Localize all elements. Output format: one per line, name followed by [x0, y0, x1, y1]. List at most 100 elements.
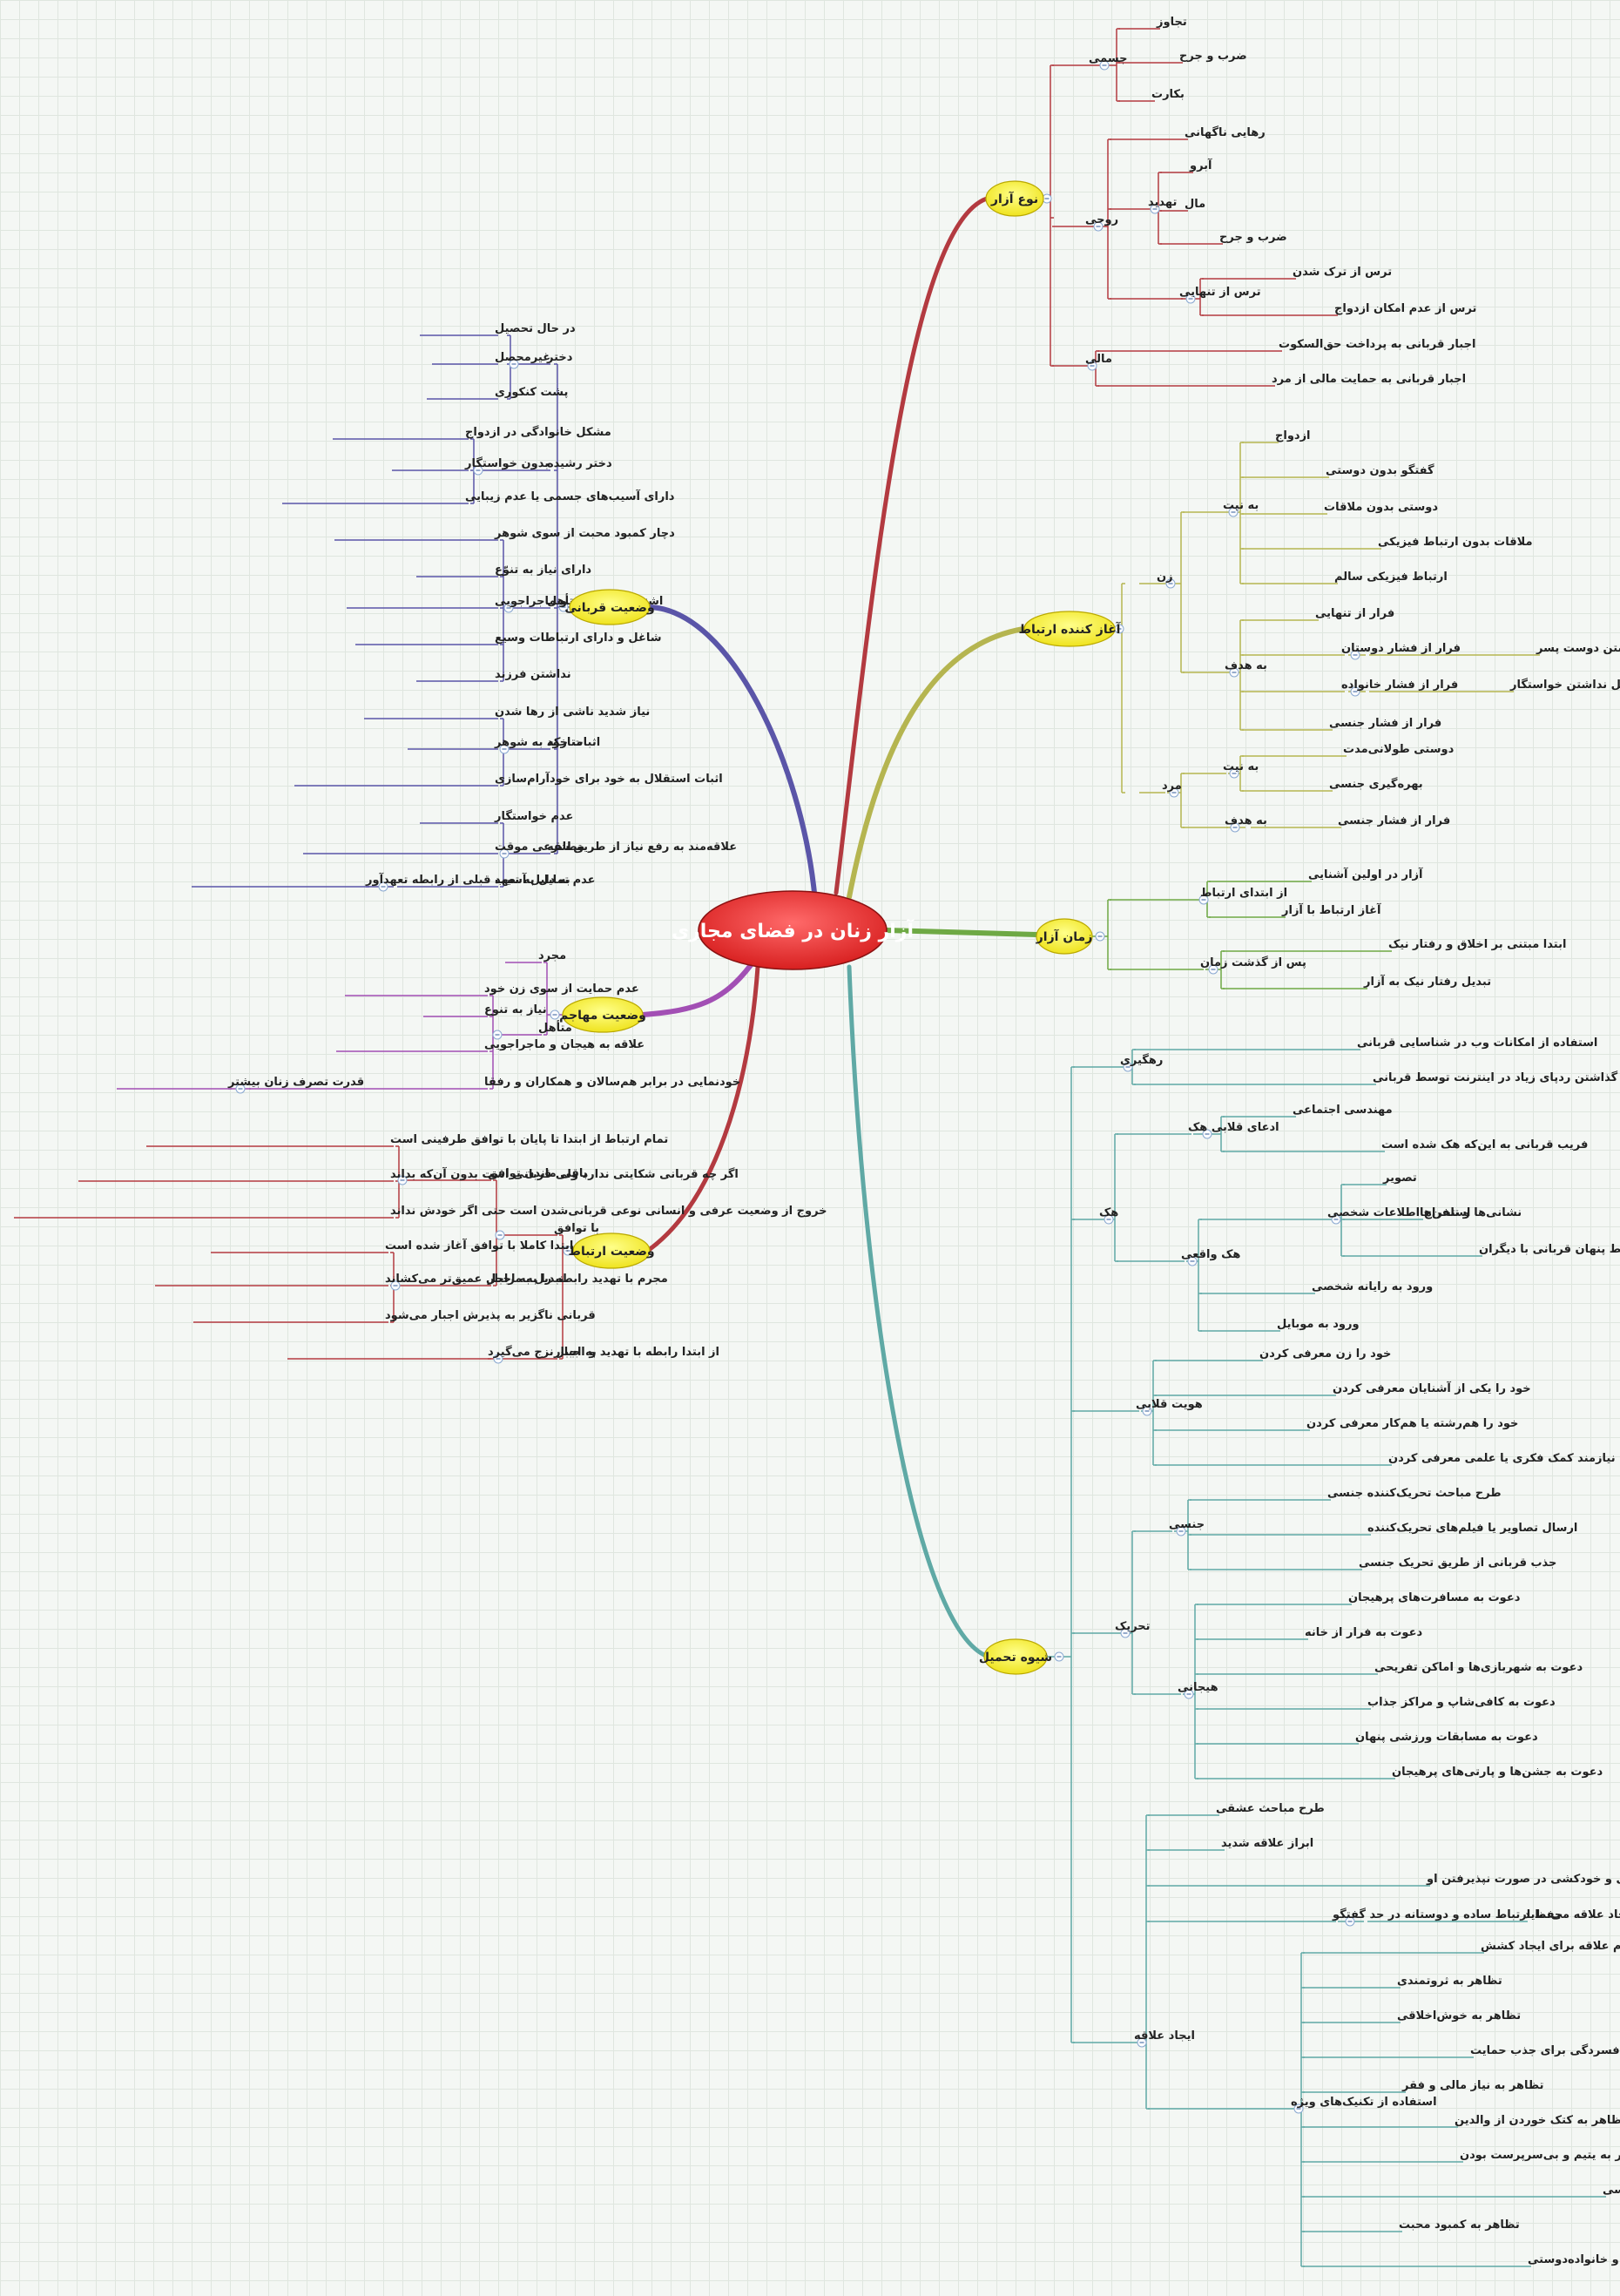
topic-ghorbani[interactable]: وضعیت قربانی [564, 589, 655, 625]
collapse-toggle[interactable] [1150, 204, 1160, 214]
node-tahdid-item[interactable]: ضرب و جرح [1219, 231, 1287, 244]
node-taahod-item[interactable]: به دلیل آسیب قبلی از رابطه تعهدآور [365, 872, 570, 887]
collapse-toggle[interactable] [1165, 578, 1176, 589]
node-tabdil-item[interactable]: مجرم با تهدید رابطه را به مراحل عمیق‌تر … [385, 1273, 668, 1286]
node-mohajem-item[interactable]: علاقه به هیجان و ماجراجویی [484, 1038, 645, 1051]
node-roshde-item[interactable]: مشکل خانوادگی در ازدواج [465, 425, 611, 439]
node-ebteda-item[interactable]: آزار در اولین آشنایی [1308, 867, 1423, 881]
node-motarake[interactable]: متارکه [547, 736, 583, 749]
node-mojarrad[interactable]: مجرد [538, 949, 566, 962]
collapse-toggle[interactable] [1208, 964, 1218, 975]
node-hoviat-item[interactable]: خود را یکی از آشنایان معرفی کردن [1333, 1381, 1531, 1395]
collapse-toggle[interactable] [1169, 787, 1179, 798]
node-alaghe-item[interactable]: ابراز نیازمندی به قربانی و خودکشی در صور… [1426, 1873, 1620, 1886]
node-mohajem-item[interactable]: نیاز به تنوع [484, 1003, 547, 1016]
node-tahdid[interactable]: تهدید [1148, 196, 1177, 209]
central-topic-shape[interactable] [698, 890, 888, 970]
collapse-toggle[interactable] [1331, 1214, 1341, 1225]
node-pas-item[interactable]: ابتدا مبتنی بر اخلاق و رفتار نیک [1388, 938, 1566, 951]
node-motarake-item[interactable]: نیاز شدید ناشی از رها شدن [495, 706, 650, 719]
collapse-toggle[interactable] [1202, 1129, 1212, 1139]
node-zan-niyat-item[interactable]: دوستی بدون ملاقات [1324, 501, 1438, 514]
node-mali-item[interactable]: اجبار قربانی به پرداخت حق‌السکوت [1279, 338, 1475, 351]
node-mard[interactable]: مرد [1162, 780, 1182, 793]
topic-ertebat[interactable]: وضعیت ارتباط [568, 1232, 655, 1269]
node-mard-niyat-item[interactable]: دوستی طولانی‌مدت [1343, 743, 1455, 756]
node-baghi[interactable]: باقی ماندن توافق [488, 1167, 588, 1180]
node-zan-niyat[interactable]: به نیت [1223, 499, 1259, 512]
node-ebteda[interactable]: از ابتدای ارتباط [1200, 887, 1287, 900]
node-dokhtar-item[interactable]: پشت کنکوری [495, 386, 568, 399]
collapse-toggle[interactable] [1187, 1256, 1198, 1266]
collapse-toggle[interactable] [1142, 1406, 1152, 1416]
collapse-toggle[interactable] [1229, 667, 1239, 678]
node-ejbar[interactable]: به اجبار [553, 1346, 597, 1359]
node-teknik-item[interactable]: تظاهر به افسردگی برای جذب حمایت [1470, 2043, 1620, 2057]
node-tahrik[interactable]: تحریک [1115, 1620, 1151, 1633]
node-hayajani-item[interactable]: دعوت به مسابقات ورزشی پنهان [1355, 1731, 1538, 1744]
node-taahod[interactable]: عدم تمایل به تعهد [495, 874, 596, 887]
node-mali[interactable]: مالی [1085, 353, 1112, 366]
node-mali-item[interactable]: اجبار قربانی به حمایت مالی از مرد [1272, 373, 1466, 386]
collapse-toggle[interactable] [1350, 686, 1360, 697]
node-tahdid-item[interactable]: آبرو [1189, 158, 1212, 172]
collapse-toggle[interactable] [378, 881, 388, 892]
node-shakhsi-item[interactable]: روابط پنهان قربانی با دیگران [1479, 1242, 1620, 1256]
topic-mohajem[interactable]: وضعیت مهاجم [559, 996, 646, 1033]
node-pas-item[interactable]: تبدیل رفتار نیک به آزار [1363, 974, 1491, 989]
node-mard-niyat-item[interactable]: بهره‌گیری جنسی [1329, 777, 1423, 791]
node-teknik-item[interactable]: تظاهر به خوش‌اخلاقی [1397, 2009, 1521, 2023]
node-jesmi-item[interactable]: بکارت [1151, 88, 1185, 101]
node-vaghei-item[interactable]: ورود به رایانه شخصی [1312, 1280, 1433, 1293]
collapse-toggle[interactable] [1114, 624, 1124, 634]
node-tabdil[interactable]: تبدیل به اجبار [487, 1273, 564, 1286]
node-tahrik-jensi-item[interactable]: جذب قربانی از طریق تحریک جنسی [1359, 1557, 1556, 1570]
topic-ghorbani-shape[interactable] [569, 589, 651, 625]
topic-mohajem-shape[interactable] [562, 996, 644, 1033]
node-zan-niyat-item[interactable]: ملاقات بدون ارتباط فیزیکی [1378, 536, 1533, 549]
node-shakhsi-item[interactable]: تصویر [1382, 1172, 1417, 1185]
collapse-toggle[interactable] [1095, 931, 1105, 942]
node-rahgiri-item[interactable]: استفاده از امکانات وب در شناسایی قربانی [1357, 1037, 1597, 1050]
node-hefz-item[interactable]: در درازمدت ایجاد علاقه می‌نماید [1524, 1908, 1620, 1921]
node-zan-niyat-item[interactable]: ازدواج [1275, 429, 1311, 442]
node-ejbar-item[interactable]: از ابتدا رابطه با تهدید و اجبار نزج می‌گ… [488, 1345, 719, 1359]
topic-naw-azar[interactable]: نوع آزار [985, 180, 1044, 217]
collapse-toggle[interactable] [473, 465, 483, 476]
central-topic[interactable]: آزار زنان در فضای مجازی [672, 890, 914, 970]
topic-aghaz-shape[interactable] [1023, 611, 1116, 647]
node-teknik-item[interactable]: تظاهر به یتیم و بی‌سرپرست بودن [1460, 2149, 1620, 2162]
collapse-toggle[interactable] [499, 744, 510, 754]
collapse-toggle[interactable] [1104, 1214, 1114, 1225]
collapse-toggle[interactable] [492, 1030, 503, 1040]
node-mohajem-motahel[interactable]: متأهل [538, 1020, 572, 1035]
collapse-toggle[interactable] [509, 359, 519, 369]
node-motarake-item[interactable]: اثبات خود به شوهر [494, 736, 600, 749]
node-hayajani-item[interactable]: دعوت به شهربازی‌ها و اماکن تفریحی [1374, 1661, 1583, 1674]
node-teknik[interactable]: استفاده از تکنیک‌های ویژه [1291, 2096, 1437, 2109]
node-tabdil-item[interactable]: قربانی ناگزیر به پذیرش اجبار می‌شود [385, 1308, 596, 1322]
node-alaghe[interactable]: ایجاد علاقه [1134, 2029, 1195, 2043]
collapse-toggle[interactable] [1293, 2104, 1304, 2114]
node-jesmi-item[interactable]: ضرب و جرح [1179, 50, 1247, 63]
node-shakhsi[interactable]: استخراج اطلاعات شخصی [1327, 1206, 1470, 1219]
node-dustan-item[interactable]: تمسخر به دلیل نداشتن دوست پسر [1536, 642, 1620, 655]
node-rahai[interactable]: رهایی ناگهانی [1185, 125, 1266, 139]
collapse-toggle[interactable] [1184, 1689, 1194, 1699]
node-motallaghe[interactable]: مطلقه [547, 841, 584, 854]
node-hoviat-item[interactable]: خود را نیازمند کمک فکری یا علمی معرفی کر… [1388, 1452, 1620, 1465]
node-mard-hadaf[interactable]: به هدف [1225, 814, 1267, 827]
node-hoviat[interactable]: هویت قلابی [1136, 1398, 1203, 1411]
node-mard-niyat[interactable]: به نیت [1223, 760, 1259, 773]
node-hayajani-item[interactable]: دعوت به فرار از خانه [1305, 1626, 1422, 1639]
node-tars[interactable]: ترس از تنهایی [1179, 286, 1261, 299]
node-ebteda-item[interactable]: آغاز ارتباط با آزار [1281, 902, 1381, 917]
collapse-toggle[interactable] [563, 1246, 573, 1256]
node-teknik-item[interactable]: تظاهر به نیاز مالی و فقر [1401, 2079, 1543, 2092]
node-zan-niyat-item[interactable]: ارتباط فیزیکی سالم [1334, 571, 1448, 584]
node-teknik-item[interactable]: تظاهر به ثروتمندی [1397, 1975, 1502, 1988]
node-ghorbani-motahel-item[interactable]: دارای نیاز به تنوّع [495, 564, 591, 577]
collapse-toggle[interactable] [1120, 1628, 1131, 1638]
collapse-toggle[interactable] [1123, 1062, 1133, 1072]
node-rahgiri[interactable]: رهگیری [1120, 1053, 1163, 1067]
